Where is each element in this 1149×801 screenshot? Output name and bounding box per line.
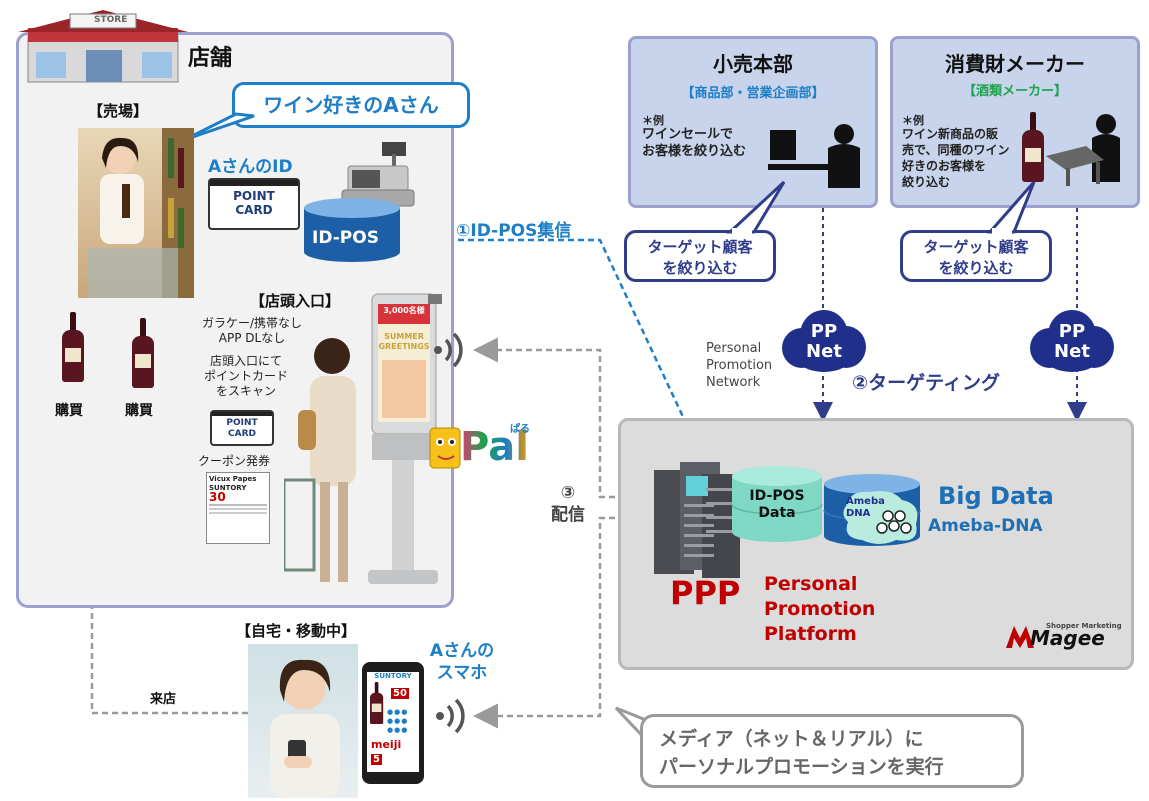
point-card-text: POINT CARD <box>233 189 275 217</box>
store-sign: STORE <box>94 15 128 25</box>
point-card: POINT CARD <box>208 178 300 230</box>
phone-meiji: meiji <box>371 738 402 751</box>
id-pos-cylinder <box>304 198 400 262</box>
maker-example-label: ＊例 <box>902 114 924 127</box>
coupon-value: 30 <box>209 490 226 504</box>
id-pos-label: ID-POS <box>312 228 379 248</box>
visit-label: 来店 <box>150 692 177 707</box>
scan-text: 店頭入口にて ポイントカード をスキャン <box>203 354 288 398</box>
big-data-label: Big Data <box>938 482 1054 510</box>
coupon-label: クーポン発券 <box>198 454 271 468</box>
ppnet-cloud-right: PP Net <box>1030 310 1114 372</box>
ppnet-cloud-left: PP Net <box>782 310 866 372</box>
home-title: 【自宅・移動中】 <box>236 622 357 640</box>
wine-bottle-icon <box>132 318 154 388</box>
entrance-label: 【店頭入口】 <box>250 292 341 310</box>
wifi-signal-icon <box>434 332 463 368</box>
delivery-phone-line <box>473 516 655 729</box>
phone-owner-label: Aさんの スマホ <box>429 641 495 683</box>
maker-target-text: ターゲット顧客 を絞り込む <box>923 238 1029 277</box>
point-card-entrance: POINT CARD <box>210 410 274 446</box>
coupon-brand: Vicux Papes <box>209 475 257 483</box>
ppp-full-label: Personal Promotion Platform <box>764 573 876 645</box>
media-note-box: メディア（ネット＆リアル）に パーソナルプロモーションを実行 <box>640 714 1024 788</box>
pal-mascot-icon <box>429 427 461 469</box>
phone-screen: SUNTORY 50 ●●●●●●●●● meiji 5 <box>367 672 419 772</box>
wine-bottle-icon <box>62 312 84 382</box>
wine-lover-callout: ワイン好きのAさん <box>232 82 470 128</box>
wine-bottle-icon <box>370 682 384 724</box>
retail-hq-example: ワインセールで お客様を絞り込む <box>642 127 747 159</box>
wine-lover-text: ワイン好きのAさん <box>263 93 439 117</box>
delivery-store-line <box>473 337 655 499</box>
phone-brand: SUNTORY <box>374 672 412 680</box>
retail-target-callout: ターゲット顧客 を絞り込む <box>624 230 776 282</box>
step2-label: ②ターゲティング <box>852 372 1000 394</box>
meeting-people-icon <box>1046 114 1120 186</box>
step3-label: ③ 配信 <box>551 483 585 525</box>
media-note-text: メディア（ネット＆リアル）に パーソナルプロモーションを実行 <box>659 728 944 778</box>
phone-offer: 50 <box>391 688 409 699</box>
shopper-kiosk-figure <box>284 338 356 582</box>
id-pos-data-label: ID-POS Data <box>749 488 805 521</box>
pal-text: Pal <box>460 424 529 470</box>
phone-offer-2: 5 <box>371 754 382 765</box>
no-phone-text: ガラケー/携帯なし APP DLなし <box>201 316 303 345</box>
maker-title: 消費財メーカー <box>945 52 1085 76</box>
purchase-label-1: 購買 <box>55 403 83 419</box>
point-card-entrance-text: POINT CARD <box>226 418 258 439</box>
kiosk-banner-text: SUMMER GREETINGS <box>378 332 430 351</box>
coupon-ticket: Vicux Papes SUNTORY 30 <box>206 472 270 544</box>
maker-example: ワイン新商品の販 売で、同種のワイン 好きのお客様を 絞り込む <box>902 127 1010 189</box>
pal-logo: Pal ぱる <box>426 424 536 476</box>
ameba-dna-small-label: Ameba DNA <box>846 496 885 519</box>
ameba-dna-label: Ameba-DNA <box>928 516 1043 536</box>
phone-user-photo <box>248 644 358 798</box>
magee-tag: Shopper Marketing <box>1046 622 1122 630</box>
shopper-photo <box>78 128 194 298</box>
store-title: 店舗 <box>188 46 233 71</box>
smartphone-icon: SUNTORY 50 ●●●●●●●●● meiji 5 <box>362 662 424 784</box>
kiosk-icon <box>368 293 442 584</box>
magee-logo: Magee <box>1030 626 1105 650</box>
people-icon <box>843 491 918 544</box>
ppp-short-label: PPP <box>670 574 741 612</box>
purchase-label-2: 購買 <box>125 403 153 419</box>
kiosk-top-text: 3,000名様 <box>383 306 425 315</box>
sales-floor-label: 【売場】 <box>88 102 149 120</box>
pal-kana: ぱる <box>510 424 530 435</box>
ppnet-right-label: PP Net <box>1054 321 1090 362</box>
coupon-maker: SUNTORY <box>209 484 247 492</box>
retail-target-text: ターゲット顧客 を絞り込む <box>647 238 753 277</box>
phone-dots: ●●●●●●●●● <box>387 708 409 734</box>
callout-pointer <box>183 112 255 142</box>
server-icon <box>654 462 740 578</box>
retail-hq-dept: 【商品部・営業企画部】 <box>681 86 825 101</box>
magee-mark-icon <box>1006 626 1034 648</box>
step1-label: ①ID-POS集信 <box>456 221 572 241</box>
maker-target-callout: ターゲット顧客 を絞り込む <box>900 230 1052 282</box>
person-pc-icon <box>768 124 860 188</box>
retail-hq-title: 小売本部 <box>713 52 793 76</box>
store-icon <box>18 10 188 83</box>
ppnet-left-label: PP Net <box>806 321 842 362</box>
id-pos-data-cylinder <box>731 466 823 542</box>
maker-dept: 【酒類メーカー】 <box>962 84 1067 99</box>
wine-bottle-icon <box>1022 112 1044 182</box>
pal-text-value: Pal <box>460 424 529 470</box>
retail-hq-example-label: ＊例 <box>642 114 664 127</box>
ppnet-full-name: Personal Promotion Network <box>706 341 773 390</box>
id-pos-flow-line <box>398 238 711 475</box>
retail-target-pointer <box>726 180 786 236</box>
wifi-signal-icon <box>436 698 465 734</box>
maker-target-pointer <box>986 181 1036 236</box>
a-id-label: AさんのID <box>208 157 293 177</box>
